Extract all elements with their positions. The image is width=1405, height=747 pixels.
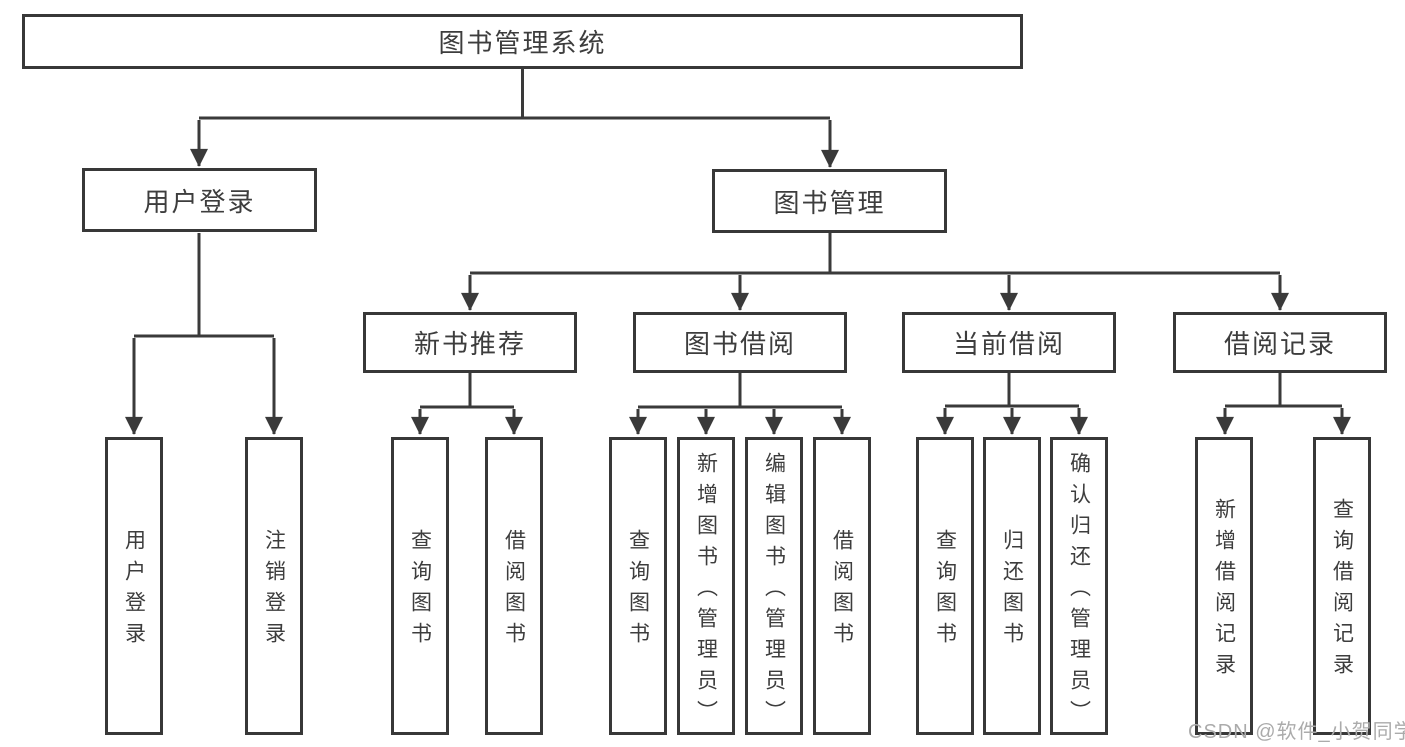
leaf-query-books-borrow-label: 查询图书 <box>626 529 650 653</box>
leaf-borrow-books-2: 借阅图书 <box>813 437 871 735</box>
leaf-borrow-books-recommend: 借阅图书 <box>485 437 543 735</box>
watermark: CSDN @软件_小贺同学 <box>1188 721 1405 743</box>
node-borrow-records-label: 借阅记录 <box>1223 329 1336 359</box>
leaf-user-login: 用户登录 <box>105 437 163 735</box>
node-book-management: 图书管理 <box>712 169 947 233</box>
leaf-edit-book-admin: 编辑图书（管理员） <box>745 437 803 735</box>
leaf-user-login-label: 用户登录 <box>122 529 146 653</box>
leaf-borrow-books-recommend-label: 借阅图书 <box>502 529 526 653</box>
leaf-confirm-return-admin-label: 确认归还（管理员） <box>1067 451 1091 731</box>
node-new-book-recommend-label: 新书推荐 <box>413 329 526 359</box>
node-current-borrow-label: 当前借阅 <box>952 329 1065 359</box>
leaf-add-borrow-record: 新增借阅记录 <box>1195 437 1253 735</box>
leaf-borrow-books-2-label: 借阅图书 <box>830 529 854 653</box>
leaf-query-borrow-record: 查询借阅记录 <box>1313 437 1371 735</box>
leaf-query-books-borrow: 查询图书 <box>609 437 667 735</box>
leaf-add-borrow-record-label: 新增借阅记录 <box>1212 498 1236 684</box>
leaf-query-books-recommend: 查询图书 <box>391 437 449 735</box>
node-new-book-recommend: 新书推荐 <box>363 312 577 373</box>
node-user-login: 用户登录 <box>82 168 317 232</box>
leaf-return-book-label: 归还图书 <box>1000 529 1024 653</box>
node-book-management-label: 图书管理 <box>773 187 886 218</box>
leaf-query-borrow-record-label: 查询借阅记录 <box>1330 498 1354 684</box>
leaf-query-books-current: 查询图书 <box>916 437 974 735</box>
leaf-query-books-current-label: 查询图书 <box>933 529 957 653</box>
leaf-return-book: 归还图书 <box>983 437 1041 735</box>
leaf-query-books-recommend-label: 查询图书 <box>408 529 432 653</box>
node-user-login-label: 用户登录 <box>143 186 256 217</box>
leaf-add-book-admin: 新增图书（管理员） <box>677 437 735 735</box>
node-root: 图书管理系统 <box>22 14 1023 69</box>
leaf-add-book-admin-label: 新增图书（管理员） <box>694 451 718 731</box>
leaf-logout-label: 注销登录 <box>262 529 286 653</box>
node-book-borrow: 图书借阅 <box>633 312 847 373</box>
leaf-edit-book-admin-label: 编辑图书（管理员） <box>762 451 786 731</box>
node-current-borrow: 当前借阅 <box>902 312 1116 373</box>
node-borrow-records: 借阅记录 <box>1173 312 1387 373</box>
leaf-logout: 注销登录 <box>245 437 303 735</box>
leaf-confirm-return-admin: 确认归还（管理员） <box>1050 437 1108 735</box>
node-book-borrow-label: 图书借阅 <box>683 329 796 359</box>
node-root-label: 图书管理系统 <box>438 28 607 58</box>
